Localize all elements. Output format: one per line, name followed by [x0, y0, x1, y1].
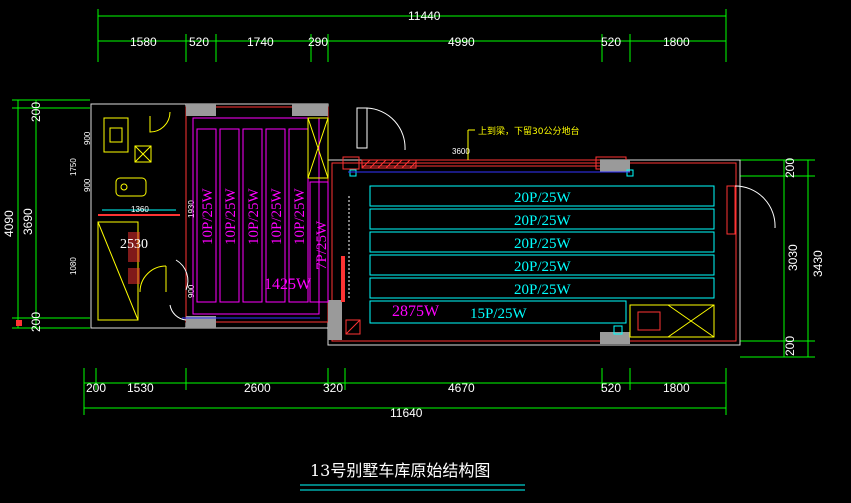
cabinet-red-mark: [128, 232, 140, 262]
bottom-dim-7: 1800: [663, 381, 690, 395]
left-light-1: 10P/25W: [200, 187, 216, 245]
bottom-dim-1: 200: [86, 381, 106, 395]
left-strip-2: [219, 128, 240, 303]
marker-symbols: [345, 169, 634, 335]
bottom-dim-3: 2600: [244, 381, 271, 395]
bottom-total-dim: 11640: [390, 406, 423, 420]
left-zone-label: 1425W: [264, 276, 312, 293]
left-light-zone: [192, 117, 329, 315]
right-dimension-chain: [740, 159, 815, 358]
left-light-3: 10P/25W: [246, 187, 262, 245]
int-dim-3: 900: [83, 178, 92, 192]
bottom-dim-2: 1530: [127, 381, 154, 395]
int-dim-5: 1930: [187, 200, 196, 218]
left-strip-5: [288, 128, 309, 303]
int-dim-8: 3600: [452, 147, 470, 156]
electrical-strip: [341, 256, 345, 302]
int-dim-4: 1360: [131, 205, 149, 214]
right-bottom-small-dim: 200: [783, 336, 797, 356]
left-outer-dim: 4090: [2, 210, 16, 237]
bottom-dim-6: 520: [601, 381, 621, 395]
int-dim-2: 1750: [69, 158, 78, 176]
bottom-dimension-chain: [83, 368, 727, 415]
annotation-text: 上到梁，下留30公分地台: [478, 125, 579, 137]
right-light-4: 20P/25W: [514, 259, 572, 275]
right-light-zone: [369, 185, 715, 324]
int-dim-7: 900: [187, 284, 196, 298]
window-hatch: [361, 159, 417, 169]
right-light-5: 20P/25W: [514, 282, 572, 298]
left-inner-dim: 3690: [21, 208, 35, 235]
left-bottom-small-dim: 200: [29, 312, 43, 332]
cabinet-red-mark-2: [128, 268, 140, 284]
left-marker: [16, 320, 22, 326]
right-strip-1: [369, 185, 715, 207]
right-cabinet: [629, 304, 715, 338]
washbasin: [103, 117, 129, 153]
side-light: 7P/25W: [314, 220, 330, 270]
left-dimension-chain: [12, 99, 90, 329]
left-top-small-dim: 200: [29, 102, 43, 122]
right-top-small-dim: 200: [783, 158, 797, 178]
right-inner-dim: 3030: [786, 244, 800, 271]
top-dim-4: 290: [308, 35, 328, 49]
left-light-2: 10P/25W: [223, 187, 239, 245]
bathroom-area-label: 2530: [120, 237, 148, 252]
right-light-1: 20P/25W: [514, 190, 572, 206]
int-dim-1: 900: [83, 131, 92, 145]
floor-drain: [134, 145, 152, 163]
top-dim-2: 520: [189, 35, 209, 49]
top-dim-6: 520: [601, 35, 621, 49]
left-strip-4: [265, 128, 286, 303]
left-strip-1: [196, 128, 217, 303]
right-zone-label: 2875W: [392, 303, 440, 320]
right-strip-2: [369, 208, 715, 230]
bathroom-fixtures: [97, 111, 171, 321]
right-light-2: 20P/25W: [514, 213, 572, 229]
left-light-5: 10P/25W: [292, 187, 308, 245]
right-light-3: 20P/25W: [514, 236, 572, 252]
right-outer-dim: 3430: [811, 250, 825, 277]
int-dim-6: 1080: [69, 257, 78, 275]
right-bottom-light: 15P/25W: [470, 306, 528, 322]
top-dim-3: 1740: [247, 35, 274, 49]
side-strip: [309, 181, 329, 303]
top-dim-7: 1800: [663, 35, 690, 49]
right-strip-4: [369, 254, 715, 276]
columns: [186, 104, 630, 344]
bottom-dim-4: 320: [323, 381, 343, 395]
left-cabinet: [307, 117, 329, 179]
left-light-4: 10P/25W: [269, 187, 285, 245]
toilet: [115, 177, 147, 197]
right-strip-5: [369, 277, 715, 299]
top-dim-1: 1580: [130, 35, 157, 49]
right-strip-6: [369, 300, 627, 324]
drawing-title: 13号别墅车库原始结构图: [310, 461, 490, 480]
top-dim-5: 4990: [448, 35, 475, 49]
top-dimension-chain: [97, 9, 727, 62]
left-strip-3: [242, 128, 263, 303]
top-total-dim: 11440: [408, 9, 441, 23]
doors: [169, 107, 776, 321]
right-strip-3: [369, 231, 715, 253]
bottom-dim-5: 4670: [448, 381, 475, 395]
